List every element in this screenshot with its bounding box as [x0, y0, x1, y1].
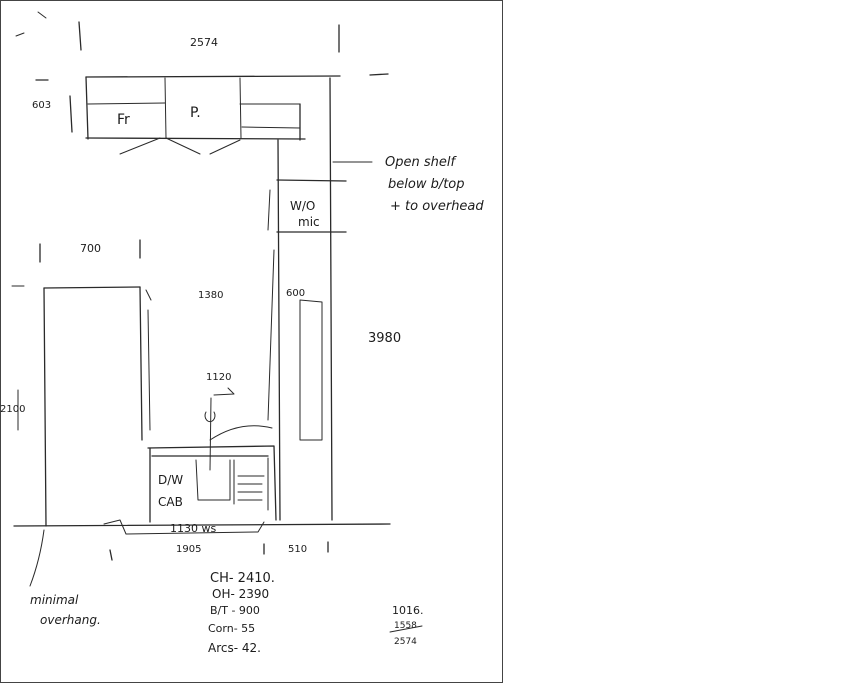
- dim-top-width: 2574: [190, 36, 218, 49]
- note-line-1: minimal: [30, 593, 79, 607]
- height-arcs: Arcs- 42.: [208, 641, 261, 655]
- height-bt: B/T - 900: [210, 604, 260, 617]
- paper-border: [0, 0, 503, 683]
- height-ch: CH- 2410.: [210, 571, 275, 586]
- wall-oven-label: W/O: [290, 199, 315, 213]
- pantry-label: P.: [190, 105, 201, 121]
- microwave-label: mic: [298, 215, 320, 229]
- cabinet-label: CAB: [158, 495, 183, 509]
- height-oh: OH- 2390: [212, 587, 269, 601]
- note-line-2: overhang.: [40, 613, 101, 627]
- island-arc: [209, 425, 273, 441]
- dim-island-clear: 1120: [206, 372, 231, 383]
- dim-bottom-left: 1905: [176, 544, 201, 555]
- dim-bench-depth: 600: [286, 288, 305, 299]
- bottom-dimension-ticks: [109, 541, 329, 561]
- depth-ticks: [35, 79, 73, 133]
- floor-line: [13, 523, 391, 527]
- calc-top: 1016.: [392, 604, 424, 617]
- top-right-tick: [369, 73, 389, 76]
- bottom-cabinets: [147, 445, 277, 523]
- calc-middle: 1558: [394, 621, 417, 631]
- dim-bottom-right: 510: [288, 544, 307, 555]
- dishwasher-label: D/W: [158, 473, 183, 487]
- calc-rule: [389, 625, 423, 633]
- right-bench: [267, 77, 373, 521]
- dim-left-height: 2100: [0, 404, 25, 415]
- annotation-line-3: + to overhead: [390, 199, 484, 214]
- dim-sink-width: 1130 ws: [170, 522, 216, 535]
- sink-bracket: [103, 519, 265, 535]
- calc-bottom: 2574: [394, 637, 417, 647]
- annotation-line-1: Open shelf: [385, 155, 457, 170]
- dim-left-bench-width: 700: [80, 242, 101, 255]
- dim-overall-length: 3980: [368, 331, 401, 346]
- note-leader: [29, 529, 45, 587]
- left-bench: [11, 239, 152, 527]
- corner-ticks: [15, 11, 47, 37]
- fridge-label: Fr: [117, 112, 130, 128]
- dim-depth-top: 603: [32, 100, 51, 111]
- height-corn: Corn- 55: [208, 622, 255, 635]
- island-arrow: [204, 387, 235, 471]
- top-cabinets: [85, 75, 341, 155]
- dim-aisle: 1380: [198, 290, 223, 301]
- top-dimension-ticks: [78, 21, 340, 53]
- annotation-line-2: below b/top: [388, 177, 465, 192]
